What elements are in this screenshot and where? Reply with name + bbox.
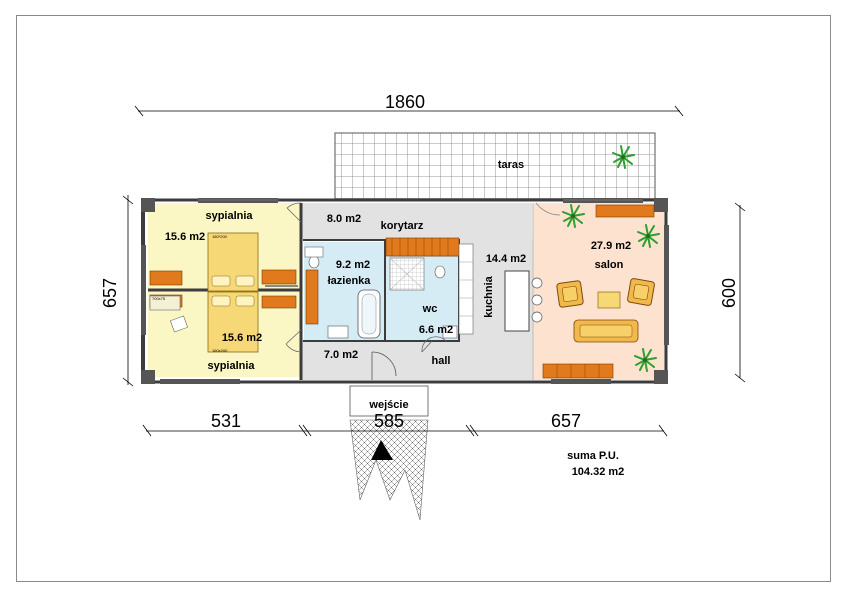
door-bedroom-top xyxy=(286,202,302,223)
desk-size: 700x75 xyxy=(152,296,166,301)
bed-top xyxy=(207,232,259,292)
label-bedroom-bottom-name: sypialnia xyxy=(207,360,255,372)
summary-value: 104.32 m2 xyxy=(572,466,625,478)
kitchen-island xyxy=(504,270,543,332)
page-frame xyxy=(16,15,831,582)
label-bathroom-name: łazienka xyxy=(328,275,372,287)
label-wc-area: 6.6 m2 xyxy=(419,324,453,336)
label-bedroom-top-area: 15.6 m2 xyxy=(165,231,205,243)
bed-bottom xyxy=(207,291,259,353)
label-kitchen-area: 14.4 m2 xyxy=(486,253,526,265)
label-bedroom-top-name: sypialnia xyxy=(205,210,253,222)
door-bedroom-bottom xyxy=(285,329,302,353)
label-living-area: 27.9 m2 xyxy=(591,240,631,252)
dim-depth-right: 600 xyxy=(719,278,739,308)
summary-label: suma P.U. xyxy=(567,450,619,462)
dimension-lines xyxy=(122,105,746,437)
door-wc xyxy=(421,336,447,353)
dim-segment-right: 657 xyxy=(551,411,581,431)
label-entrance: wejście xyxy=(368,399,408,411)
entrance xyxy=(349,351,429,521)
living-furniture xyxy=(542,204,660,379)
window-blocks xyxy=(141,198,669,384)
label-corridor-name: korytarz xyxy=(381,220,424,232)
label-hall-area: 7.0 m2 xyxy=(324,349,358,361)
bed-top-size: 160*200 xyxy=(212,234,228,239)
dim-depth-left: 657 xyxy=(100,278,120,308)
label-corridor-area: 8.0 m2 xyxy=(327,213,361,225)
bed-bottom-size: 160x200 xyxy=(212,348,228,353)
corridor-cabinet xyxy=(385,237,460,257)
desk xyxy=(149,295,189,333)
label-wc-name: wc xyxy=(422,303,438,315)
label-bathroom-area: 9.2 m2 xyxy=(336,259,370,271)
terrace xyxy=(334,132,656,200)
hall-floor xyxy=(301,340,471,380)
corridor-floor xyxy=(301,203,532,239)
hall-wardrobe xyxy=(458,243,474,335)
label-kitchen-name: kuchnia xyxy=(483,275,495,317)
hall-wardrobe-lines xyxy=(459,261,473,317)
dim-segment-left: 531 xyxy=(211,411,241,431)
label-bedroom-bottom-area: 15.6 m2 xyxy=(222,332,262,344)
label-terrace: taras xyxy=(498,159,524,171)
terrace-door xyxy=(535,202,561,216)
label-hall-name: hall xyxy=(432,355,451,367)
label-living-name: salon xyxy=(595,259,624,271)
dim-segment-mid: 585 xyxy=(374,411,404,431)
bathroom-fixtures xyxy=(304,246,381,339)
dim-total-width: 1860 xyxy=(385,92,425,112)
